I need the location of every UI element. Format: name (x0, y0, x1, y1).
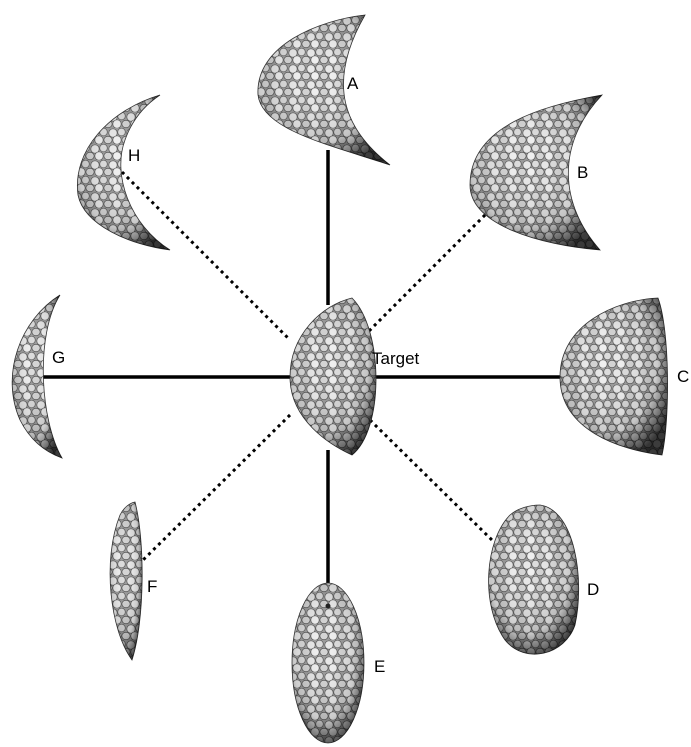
shape-d (489, 505, 579, 654)
connector-h (122, 172, 290, 340)
label-target: Target (372, 349, 420, 368)
target-shape (290, 298, 376, 455)
connector-d (370, 420, 495, 543)
shape-a (258, 15, 390, 165)
label-h: H (128, 146, 140, 165)
shape-e-dot (326, 604, 331, 609)
shape-c (560, 298, 668, 455)
label-d: D (587, 580, 599, 599)
label-c: C (677, 367, 689, 386)
connector-b (365, 210, 490, 335)
shape-f (110, 502, 142, 660)
label-b: B (577, 163, 588, 182)
label-e: E (374, 657, 385, 676)
label-g: G (52, 348, 65, 367)
shape-e (292, 583, 364, 743)
connector-f (140, 415, 290, 563)
label-f: F (147, 577, 157, 596)
label-a: A (347, 74, 359, 93)
